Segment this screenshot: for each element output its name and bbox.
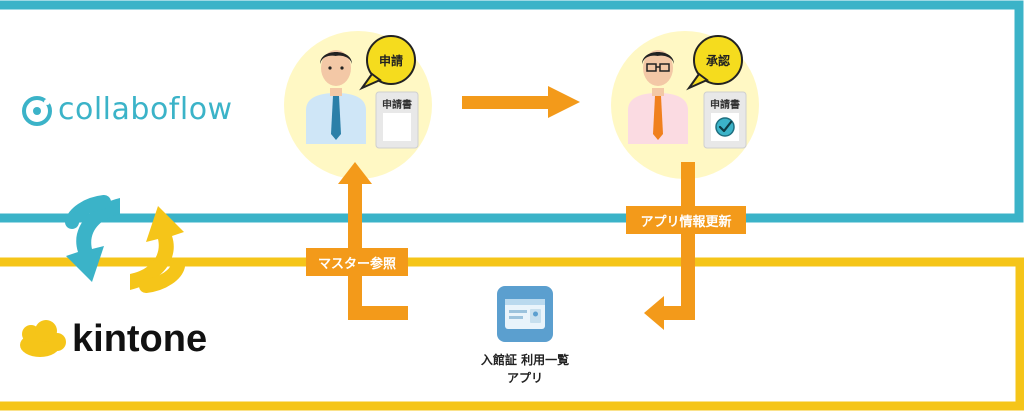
app-name-label: 入館証 利用一覧 アプリ xyxy=(455,351,595,387)
approver-speech-bubble xyxy=(686,35,743,91)
arrow-master-reference xyxy=(338,162,408,320)
applicant-speech-bubble xyxy=(359,35,416,91)
arrow-app-update xyxy=(644,162,695,330)
collaboflow-logo-icon xyxy=(22,96,52,126)
app-name-line2: アプリ xyxy=(506,371,543,385)
approver-speech-text: 承認 xyxy=(705,53,730,68)
kintone-logo-icon xyxy=(20,320,66,357)
kintone-zone-border xyxy=(0,257,1024,411)
id-card-icon xyxy=(497,286,553,342)
applicant-document-icon xyxy=(375,91,419,149)
applicant-speech-text: 申請 xyxy=(378,53,403,68)
sync-icon xyxy=(65,195,185,293)
app-update-label: アプリ情報更新 xyxy=(626,206,746,234)
arrow-submit xyxy=(462,86,580,118)
kintone-logo-text: kintone xyxy=(72,318,208,360)
approver-document-icon xyxy=(703,91,747,149)
approver-person xyxy=(628,50,688,144)
applicant-person xyxy=(306,50,366,144)
applicant-document-label: 申請書 xyxy=(382,100,412,111)
approver-document-label: 申請書 xyxy=(710,100,740,111)
master-reference-label: マスター参照 xyxy=(306,248,408,276)
app-name-line1: 入館証 利用一覧 xyxy=(480,353,570,367)
collaboflow-zone-border xyxy=(0,0,1024,223)
collaboflow-logo-text: collaboflow xyxy=(58,92,233,127)
